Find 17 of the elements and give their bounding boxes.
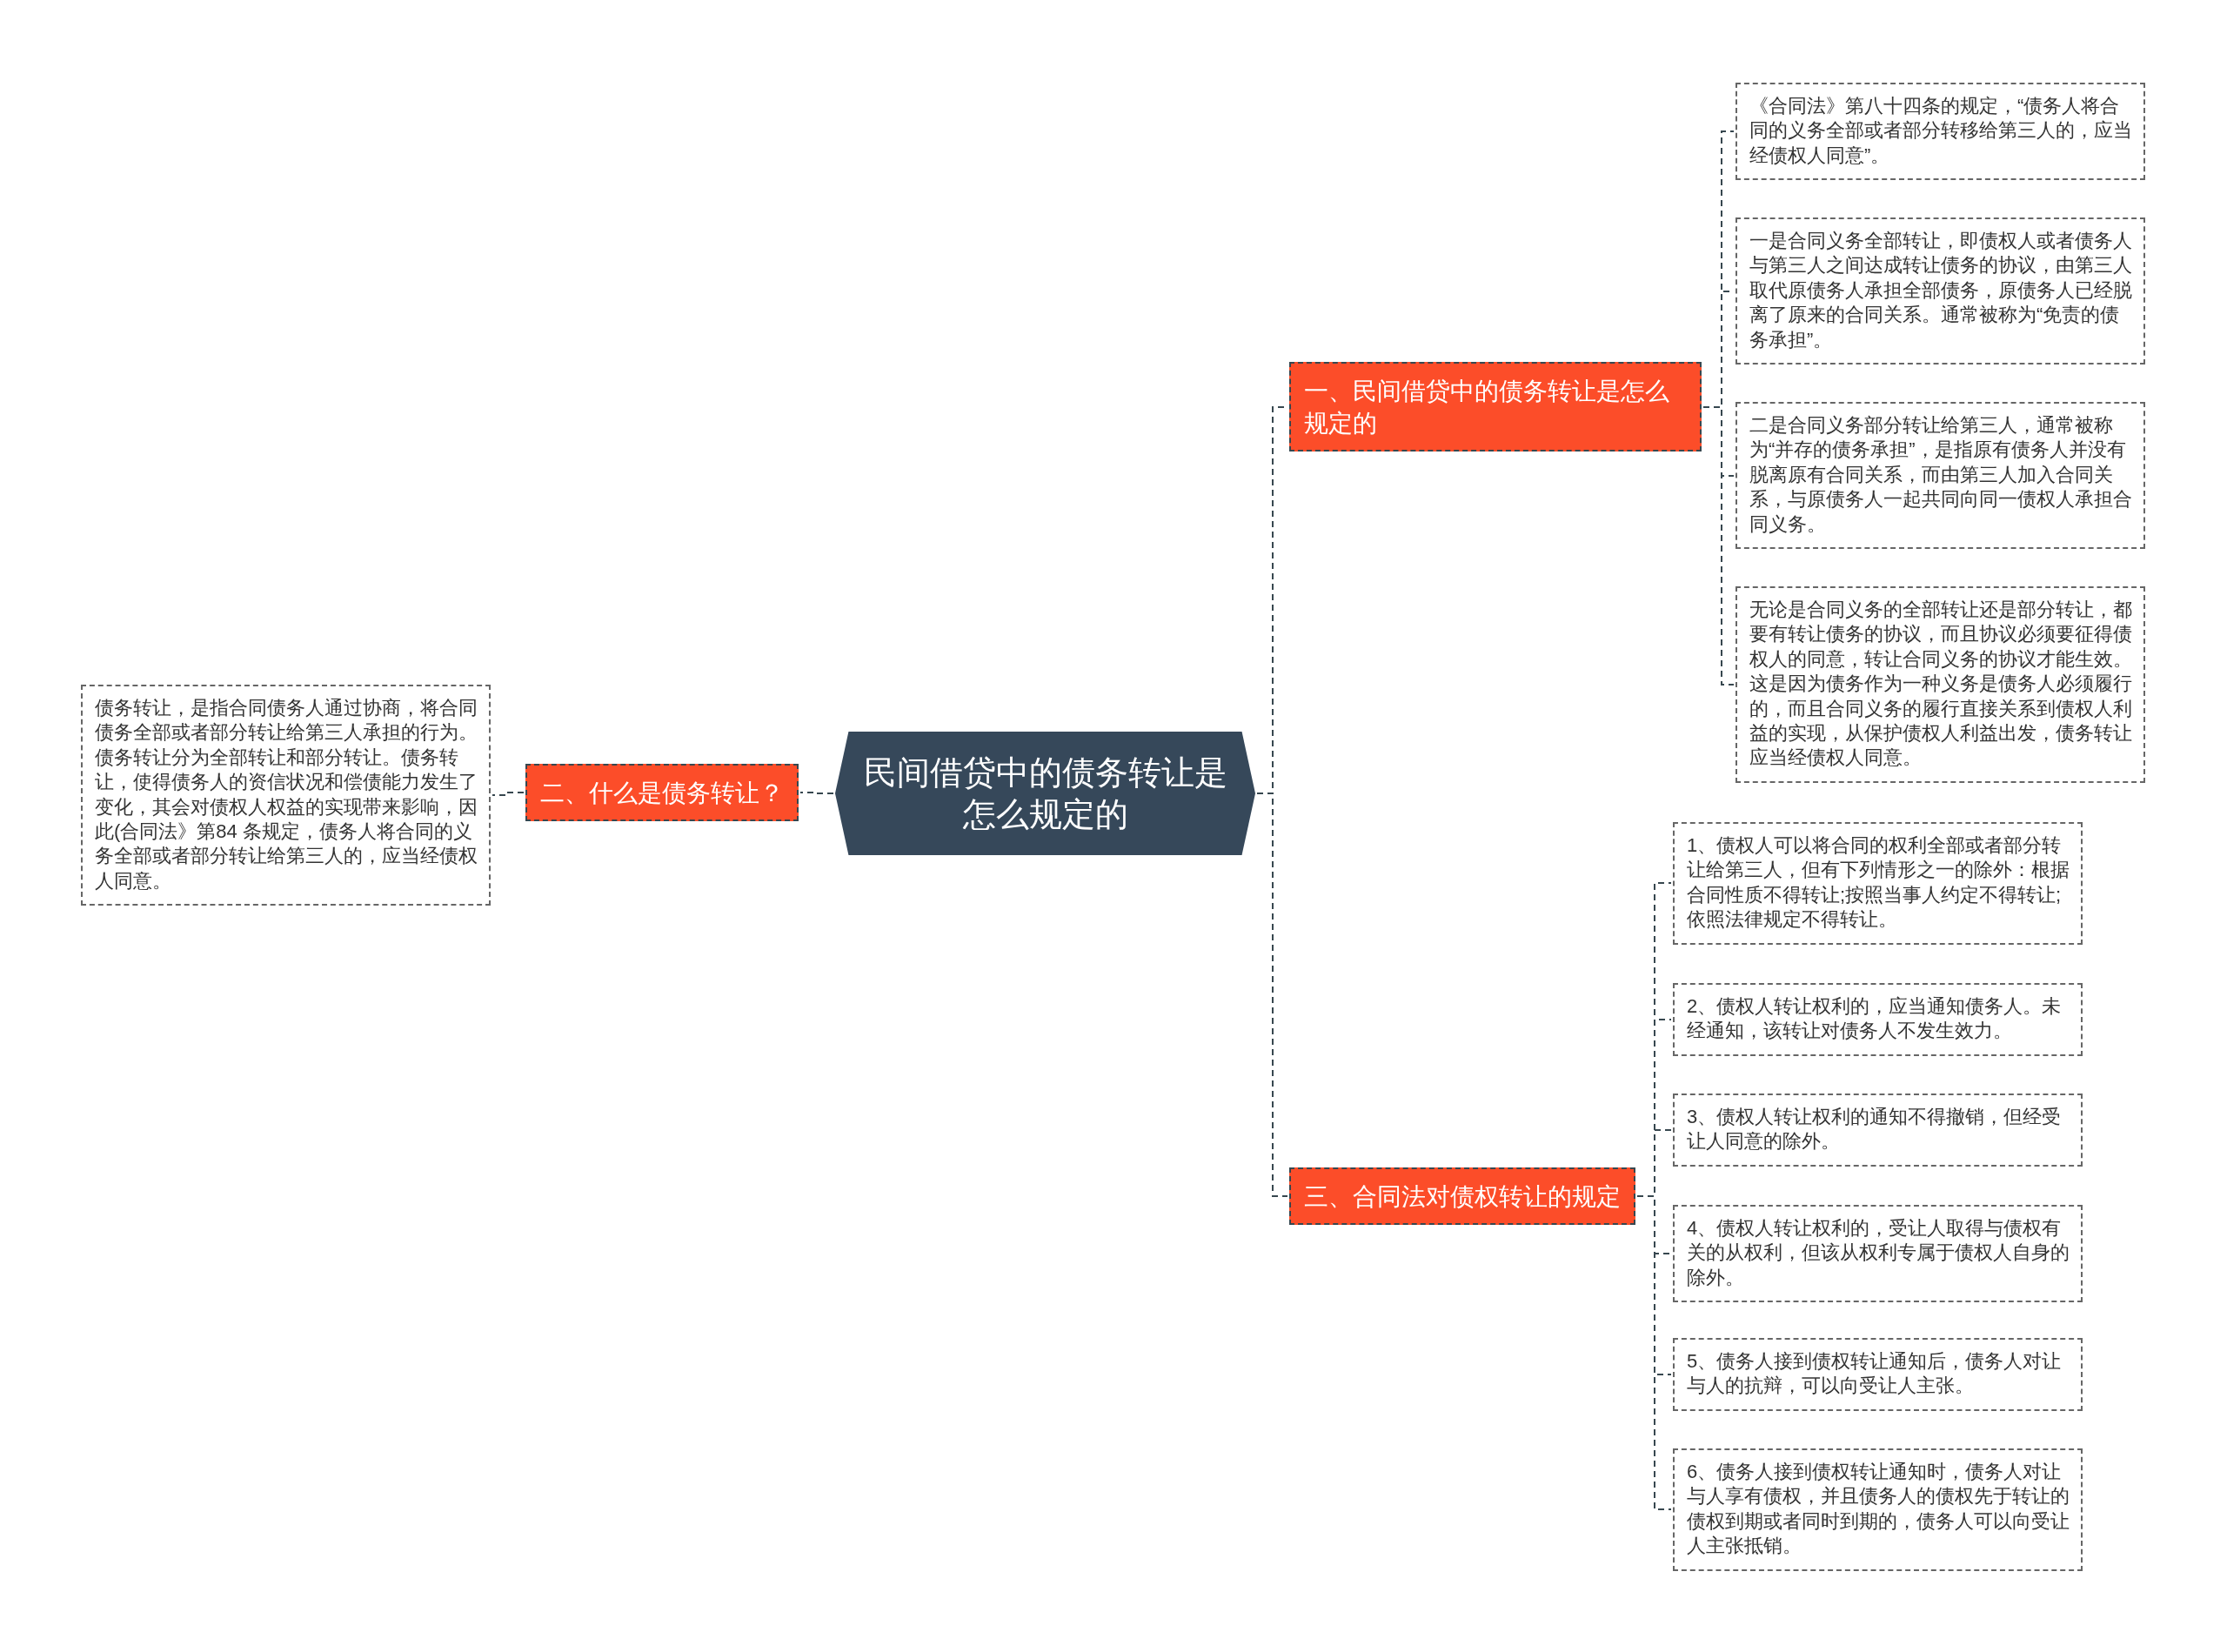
note-box: 1、债权人可以将合同的权利全部或者部分转让给第三人，但有下列情形之一的除外：根据合同性质不得转让;按照当事人约定不得转让;依照法律规定不得转让。 xyxy=(1673,822,2083,945)
connector-line xyxy=(1702,406,1735,686)
note-box: 一是合同义务全部转让，即债权人或者债务人与第三人之间达成转让债务的协议，由第三人取代原债务人承担全部债务，原债务人已经脱离了原来的合同关系。通常被称为“免责的债务承担”。 xyxy=(1735,217,2145,365)
note-box: 《合同法》第八十四条的规定，“债务人将合同的义务全部或者部分转移给第三人的，应当经债权人同意”。 xyxy=(1735,83,2145,181)
note-box: 4、债权人转让权利的，受让人取得与债权有关的从权利，但该从权利专属于债权人自身的除外。 xyxy=(1673,1205,2083,1303)
note-box: 6、债务人接到债权转让通知时，债务人对让与人享有债权，并且债务人的债权先于转让的债权到期或者同时到期的，债务人可以向受让人主张抵销。 xyxy=(1673,1448,2083,1571)
note-box: 二是合同义务部分转让给第三人，通常被称为“并存的债务承担”，是指原有债务人并没有脱离原有合同关系，而由第三人加入合同关系，与原债务人一起共同向同一债权人承担合同义务。 xyxy=(1735,402,2145,550)
branch-box: 二、什么是债务转让？ xyxy=(525,764,799,821)
note-box: 3、债权人转让权利的通知不得撤销，但经受让人同意的除外。 xyxy=(1673,1094,2083,1167)
note-box: 债务转让，是指合同债务人通过协商，将合同债务全部或者部分转让给第三人承担的行为。债务转让分为全部转让和部分转让。债务转让，使得债务人的资信状况和偿债能力发生了变化，其会对债权人权益的实现带来影响，因此(合同法》第84 条规定，债务人将合同的义务全部或者部分转让给第三人的，应当经债权人同意。 xyxy=(81,685,491,906)
note-box: 2、债权人转让权利的，应当通知债务人。未经通知，该转让对债务人不发生效力。 xyxy=(1673,983,2083,1056)
connector-line xyxy=(492,792,525,796)
branch-box: 一、民间借贷中的债务转让是怎么规定的 xyxy=(1289,362,1702,451)
connector-line xyxy=(799,792,834,794)
branch-box: 三、合同法对债权转让的规定 xyxy=(1289,1167,1635,1225)
note-box: 无论是合同义务的全部转让还是部分转让，都要有转让债务的协议，而且协议必须要征得债权人的同意，转让合同义务的协议才能生效。这是因为债务作为一种义务是债务人必须履行的，而且合同义务的履行直接关系到债权人利益的实现，从保护债权人利益出发，债务转让应当经债权人同意。 xyxy=(1735,586,2145,783)
note-box: 5、债务人接到债权转让通知后，债务人对让与人的抗辩，可以向受让人主张。 xyxy=(1673,1338,2083,1411)
